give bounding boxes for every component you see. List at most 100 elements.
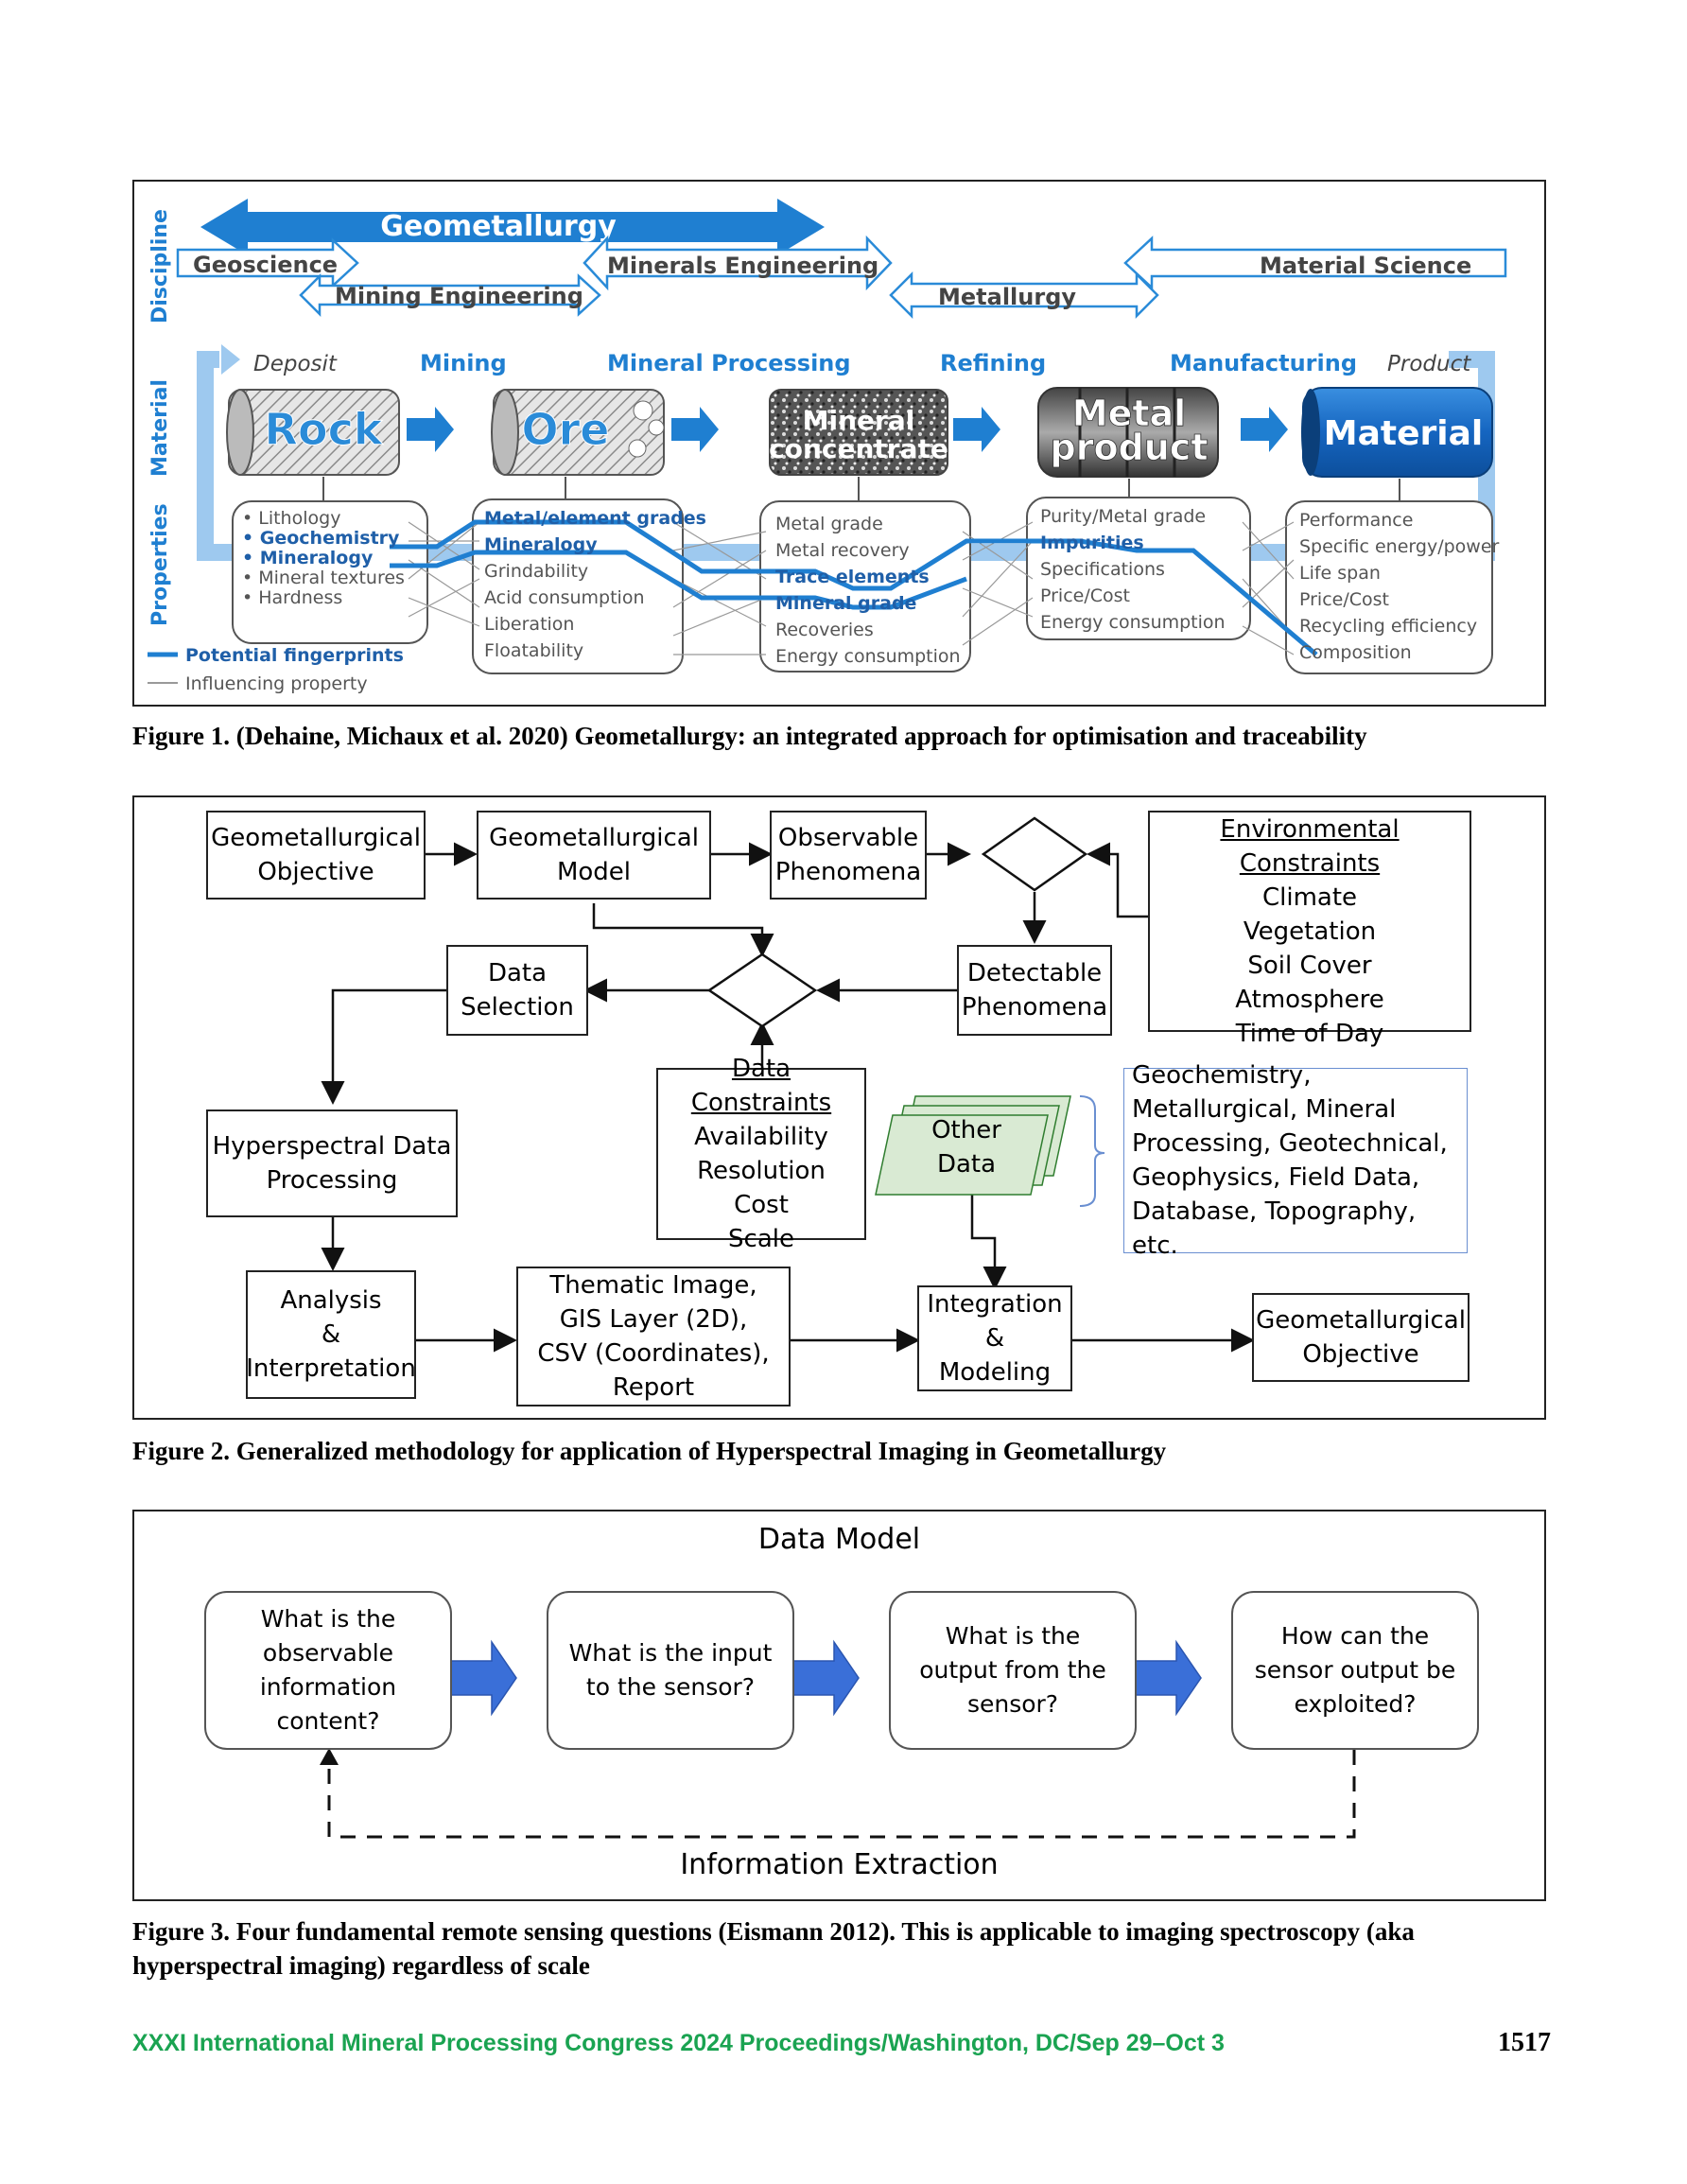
stage-product: Product <box>1387 352 1471 376</box>
stage-mining: Mining <box>420 350 507 376</box>
property-item: Grindability <box>484 561 588 582</box>
discipline-geoscience: Geoscience <box>193 252 338 278</box>
feedback-arrowhead <box>320 1748 339 1765</box>
decision-diamond-upper <box>981 816 1088 892</box>
other-data-stack <box>875 1095 1071 1196</box>
figure-2-connectors <box>321 816 1255 1353</box>
figure-1-diagram: Discipline Material Properties Geometall… <box>148 199 1507 694</box>
discipline-material-science: Material Science <box>1260 253 1471 279</box>
property-item: • Mineral textures <box>242 568 405 588</box>
figure-1-caption: Figure 1. (Dehaine, Michaux et al. 2020)… <box>132 722 1367 750</box>
properties-box-metal <box>1026 497 1251 640</box>
rock-cylinder: Rock <box>226 389 400 476</box>
material-cylinder: Material <box>1301 387 1493 478</box>
property-item: Metal grade <box>775 514 883 534</box>
property-item: Mineral grade <box>775 593 916 614</box>
influence-lines <box>408 521 1295 655</box>
fingerprint-lines <box>390 519 1318 656</box>
properties-side-label: Properties <box>148 503 172 626</box>
property-item: Metal/element grades <box>484 508 706 529</box>
property-item: Energy consumption <box>775 646 961 667</box>
information-extraction-label: Information Extraction <box>680 1848 999 1881</box>
arrow-ore-concentrate <box>671 407 719 452</box>
material-material: Material <box>1324 414 1483 453</box>
stage-deposit: Deposit <box>253 352 338 376</box>
geoscience-arrow <box>176 237 359 288</box>
other-data-brace <box>1079 1095 1105 1207</box>
property-item: Performance <box>1299 510 1413 531</box>
mining-engineering-arrow <box>299 272 601 318</box>
ore-cylinder: Ore <box>491 389 665 476</box>
legend-influencing-label: Influencing property <box>185 673 368 694</box>
stage-manufacturing: Manufacturing <box>1170 350 1357 376</box>
property-item: Trace elements <box>775 567 930 587</box>
property-item: • Hardness <box>242 587 342 608</box>
geometallurgy-label: Geometallurgy <box>380 210 617 243</box>
stage-mineral-processing: Mineral Processing <box>607 350 851 376</box>
feedback-dashed-line <box>327 1750 1356 1839</box>
property-item: Impurities <box>1040 533 1144 553</box>
arrow-metal-material <box>1241 407 1288 452</box>
property-item: Liberation <box>484 614 574 635</box>
property-item: Purity/Metal grade <box>1040 506 1206 527</box>
flow-arrow-1 <box>447 1639 517 1717</box>
geometallurgy-arrow <box>200 199 825 255</box>
property-item: • Mineralogy <box>242 548 374 568</box>
property-item: Specific energy/power <box>1299 536 1500 557</box>
property-item: • Geochemistry <box>242 528 400 549</box>
property-item: Acid consumption <box>484 587 645 608</box>
discipline-minerals-engineering: Minerals Engineering <box>607 253 878 279</box>
figure-3-caption: Figure 3. Four fundamental remote sensin… <box>132 1917 1415 1980</box>
discipline-mining-engineering: Mining Engineering <box>335 283 583 309</box>
page-number: 1517 <box>1498 2028 1551 2057</box>
stage-refining: Refining <box>940 350 1046 376</box>
metallurgy-arrow <box>889 271 1159 320</box>
integration-modeling-box: Integration&Modeling <box>917 1285 1072 1391</box>
discipline-metallurgy: Metallurgy <box>938 284 1076 310</box>
material-ore: Ore <box>522 404 610 455</box>
property-item: Price/Cost <box>1299 589 1389 610</box>
property-item: Mineralogy <box>484 534 598 555</box>
property-item: Composition <box>1299 642 1412 663</box>
data-model-title: Data Model <box>757 1523 921 1556</box>
property-item: Recycling efficiency <box>1299 616 1477 637</box>
material-side-label: Material <box>148 379 172 477</box>
legend-potential-label: Potential fingerprints <box>185 645 404 666</box>
figure-1: Discipline Material Properties Geometall… <box>132 180 1546 707</box>
property-item: • Lithology <box>242 508 340 529</box>
property-item: Recoveries <box>775 620 874 640</box>
property-item: Floatability <box>484 640 583 661</box>
flow-arrow-3 <box>1132 1639 1202 1717</box>
material-rock: Rock <box>265 404 384 455</box>
analysis-interpretation-box: Analysis&Interpretation <box>246 1270 416 1399</box>
minerals-engineering-arrow <box>583 235 893 291</box>
figure-3-connectors <box>320 1639 1356 1839</box>
property-item: Specifications <box>1040 559 1165 580</box>
property-item: Life span <box>1299 563 1381 584</box>
flow-arrow-2 <box>790 1639 860 1717</box>
decision-diamond-lower <box>706 952 818 1028</box>
loop-arrowhead <box>221 344 240 375</box>
figure-2-caption: Figure 2. Generalized methodology for ap… <box>132 1437 1167 1465</box>
arrow-concentrate-metal <box>953 407 1000 452</box>
property-item: Energy consumption <box>1040 612 1226 633</box>
